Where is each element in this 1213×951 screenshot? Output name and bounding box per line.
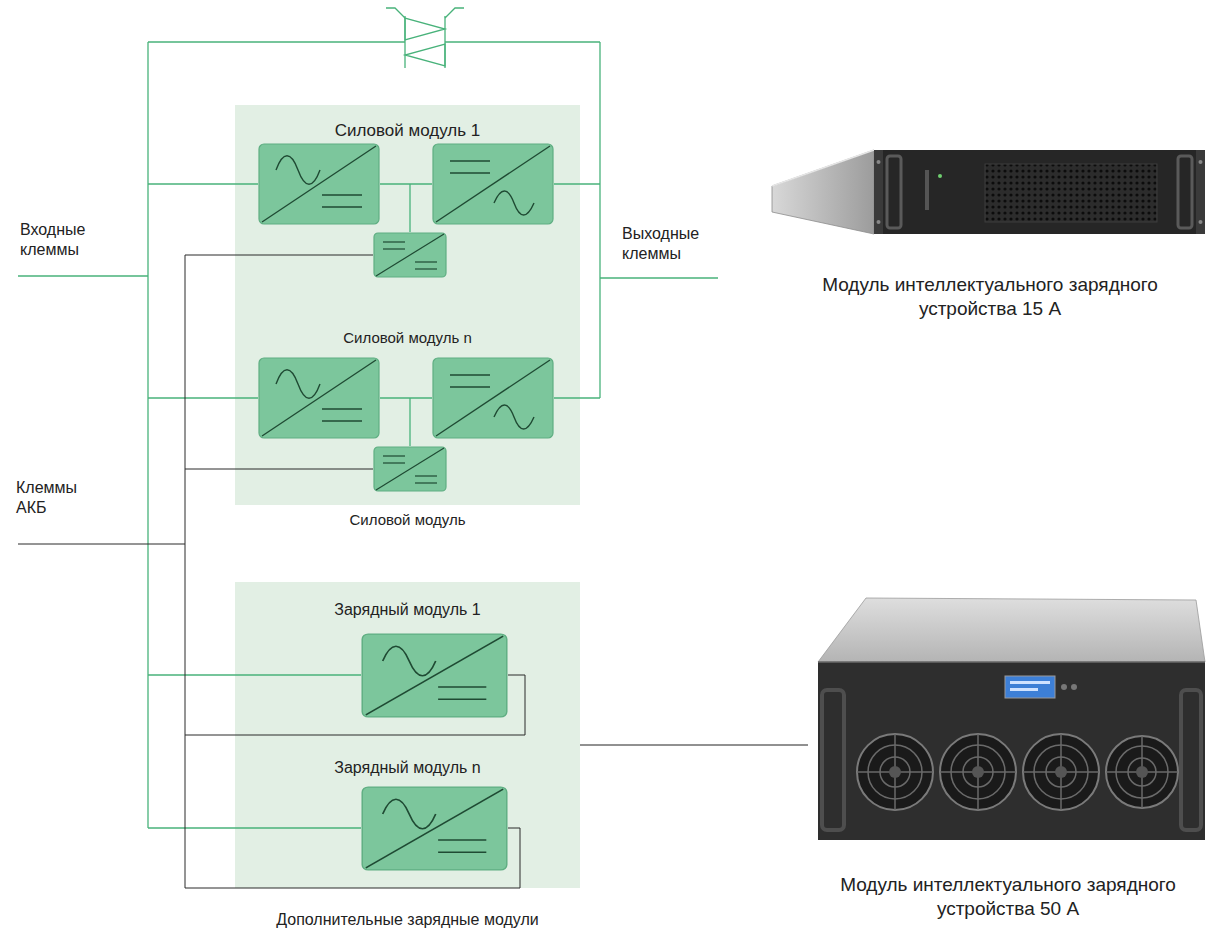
band-ground: [235, 105, 580, 505]
lcd-line: [1010, 688, 1038, 691]
module-input-wire: [148, 183, 258, 184]
terminal-label: Входные клеммы: [20, 220, 110, 260]
thyristor-symbol: [386, 8, 464, 68]
front-panel: [874, 150, 1205, 234]
bypass-wire: [445, 41, 600, 42]
fan: [1106, 736, 1178, 808]
input-wire: [18, 275, 148, 276]
fan-hub: [1055, 766, 1067, 778]
module-title: Зарядный модуль 1: [248, 600, 568, 620]
rack-ear: [1196, 150, 1205, 234]
input-bus: [147, 42, 148, 828]
fan: [1023, 734, 1099, 810]
handle: [1178, 156, 1192, 228]
module-output-wire: [554, 183, 600, 184]
charger-symbol: [362, 787, 507, 870]
bypass-wire: [148, 41, 405, 42]
charger-input-wire: [148, 674, 361, 675]
terminal-label: Выходные клеммы: [622, 224, 722, 264]
output-bus: [599, 42, 600, 398]
fan-hub: [1136, 766, 1148, 778]
module-input-wire: [148, 397, 258, 398]
product-module: Модуль интеллектуального зарядного устро…: [770, 145, 1210, 330]
dc-link-wire: [380, 183, 432, 184]
output-wire: [600, 277, 718, 278]
button: [1071, 684, 1077, 690]
dcdc-symbol: [374, 233, 446, 277]
battery-wire: [185, 255, 373, 256]
fan-hub: [889, 766, 901, 778]
fan-ring: [857, 734, 933, 810]
dc-link-wire: [409, 398, 410, 446]
screw: [877, 220, 881, 224]
fan-ring: [1023, 734, 1099, 810]
status-strip: [925, 170, 929, 210]
chassis-top: [818, 598, 1205, 662]
fan: [857, 734, 933, 810]
handle: [1181, 690, 1201, 830]
band-caption: Силовой модуль: [248, 511, 568, 530]
inverter-symbol: [433, 144, 553, 224]
battery-wire: [18, 544, 185, 545]
product-module: Модуль интеллектуального зарядного устро…: [808, 588, 1208, 933]
power-module-band: Силовой модуль 1Силовой модуль nСиловой …: [235, 105, 580, 505]
module-title: Зарядный модуль n: [248, 758, 568, 778]
terminal-label: Клеммы АКБ: [16, 478, 101, 518]
ac-wiring: [18, 42, 718, 828]
handle: [887, 156, 901, 228]
dcdc-symbol: [374, 447, 446, 491]
thyristor-gate: [445, 8, 464, 18]
chassis-edge: [772, 150, 874, 186]
front-panel: [818, 662, 1205, 840]
product-caption: Модуль интеллектуального зарядного устро…: [838, 873, 1178, 921]
module-title: Силовой модуль n: [248, 329, 568, 348]
fan-hub: [972, 766, 984, 778]
charger-symbol: [362, 634, 507, 717]
dc-link-wire: [380, 397, 432, 398]
screw: [1199, 220, 1203, 224]
thyristor-gate: [386, 8, 405, 18]
connector: [580, 745, 808, 746]
lcd-line: [1010, 681, 1050, 684]
rectifier-symbol: [259, 144, 379, 224]
battery-bus: [185, 255, 186, 888]
status-led: [938, 174, 942, 178]
battery-wire: [185, 469, 373, 470]
battery-wiring: [18, 255, 525, 888]
fan: [940, 734, 1016, 810]
lcd-display: [1005, 676, 1055, 698]
charger-input-wire: [148, 827, 361, 828]
thyristor-triangle: [405, 44, 445, 66]
screw: [877, 160, 881, 164]
band-caption: Дополнительные зарядные модули: [243, 910, 573, 930]
fan-ring: [1106, 736, 1178, 808]
fan-ring: [940, 734, 1016, 810]
chassis-edge: [818, 661, 1205, 663]
dc-link-wire: [409, 184, 410, 232]
product-caption: Модуль интеллектуального зарядного устро…: [820, 273, 1160, 321]
rectifier-symbol: [259, 358, 379, 438]
rack-ear: [874, 150, 883, 234]
charger-module-band: Зарядный модуль 1Зарядный модуль nДополн…: [235, 582, 580, 888]
vent-grille: [985, 164, 1157, 222]
screw: [1199, 160, 1203, 164]
thyristor-triangle: [405, 18, 445, 40]
inverter-symbol: [433, 358, 553, 438]
chassis-side: [772, 150, 874, 234]
charger-50a-illustration: [818, 598, 1205, 840]
handle: [822, 690, 844, 830]
charger-15a-illustration: [772, 150, 1205, 234]
module-title: Силовой модуль 1: [248, 120, 568, 141]
button: [1061, 684, 1067, 690]
module-output-wire: [554, 397, 600, 398]
